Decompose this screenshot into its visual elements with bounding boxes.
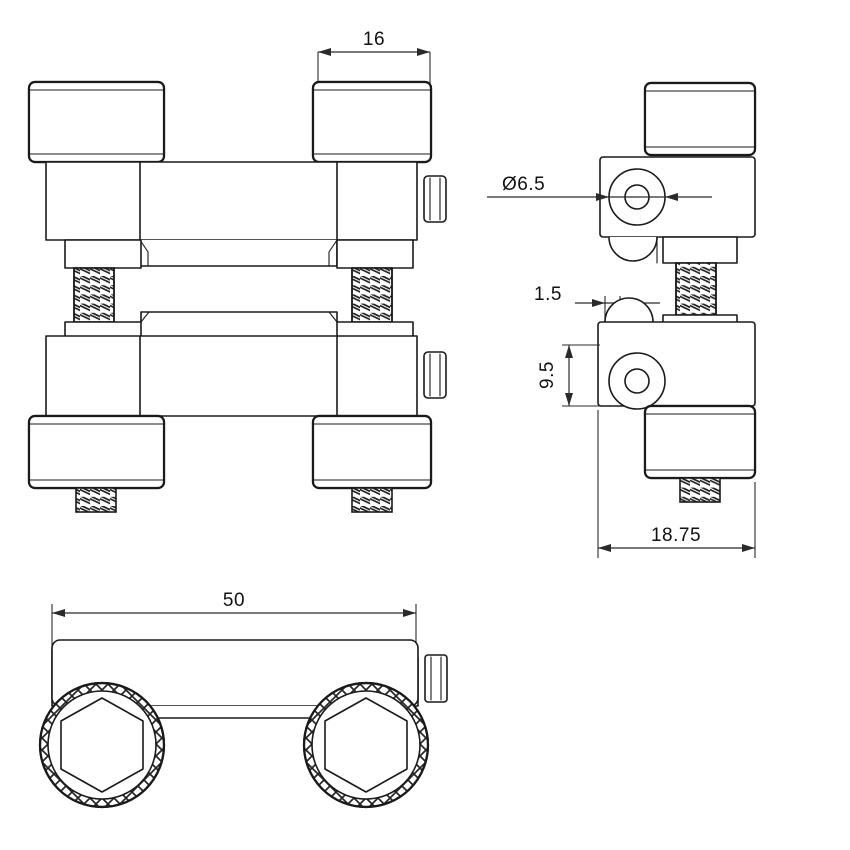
knurled-knob: [38, 681, 166, 809]
cross-bar: [139, 239, 338, 267]
bore-circle: [624, 368, 650, 394]
dimension-label-overall-length: 50: [223, 590, 245, 611]
dimension-label-tab-thickness: 1.5: [534, 284, 562, 305]
side-tab: [423, 351, 447, 399]
side-tab: [423, 175, 447, 223]
hex-socket: [60, 697, 144, 793]
clamp-body: [51, 639, 419, 707]
clamp-body: [45, 161, 418, 241]
dimension-bore-diameter: Ø6.5: [487, 174, 712, 201]
clamp-body: [597, 297, 756, 410]
dimension-label-body-height: 9.5: [537, 361, 558, 389]
dimension-label-knob-width: 16: [363, 29, 385, 50]
knurled-knob: [643, 404, 757, 480]
knurled-knob: [27, 80, 166, 164]
threaded-shaft: [75, 487, 117, 513]
dimension-overall-length: 50: [51, 590, 417, 650]
knurled-knob: [27, 414, 166, 490]
side-tab: [424, 654, 448, 703]
dimension-label-side-width: 18.75: [651, 525, 701, 546]
threaded-shaft: [662, 236, 738, 316]
knurled-knob: [311, 414, 433, 490]
knurled-knob: [302, 681, 430, 809]
threaded-shaft: [679, 477, 721, 503]
dimension-label-bore-diameter: Ø6.5: [502, 174, 545, 195]
threaded-shaft: [336, 239, 414, 323]
knurled-knob: [643, 81, 757, 157]
threaded-shaft: [64, 239, 142, 323]
cross-bar: [140, 311, 338, 323]
dimension-side-width: 18.75: [597, 410, 756, 558]
knurled-knob: [311, 80, 433, 164]
dimension-knob-width: 16: [317, 29, 431, 86]
top-plan-view: 50: [38, 590, 448, 809]
hex-socket: [324, 697, 408, 793]
side-elevation-view: Ø6.5 1.5 9.5: [487, 81, 757, 558]
front-elevation-view: 16: [27, 29, 447, 513]
threaded-shaft: [351, 487, 393, 513]
clamp-body: [45, 335, 418, 417]
dimension-body-height: 9.5: [537, 344, 600, 407]
